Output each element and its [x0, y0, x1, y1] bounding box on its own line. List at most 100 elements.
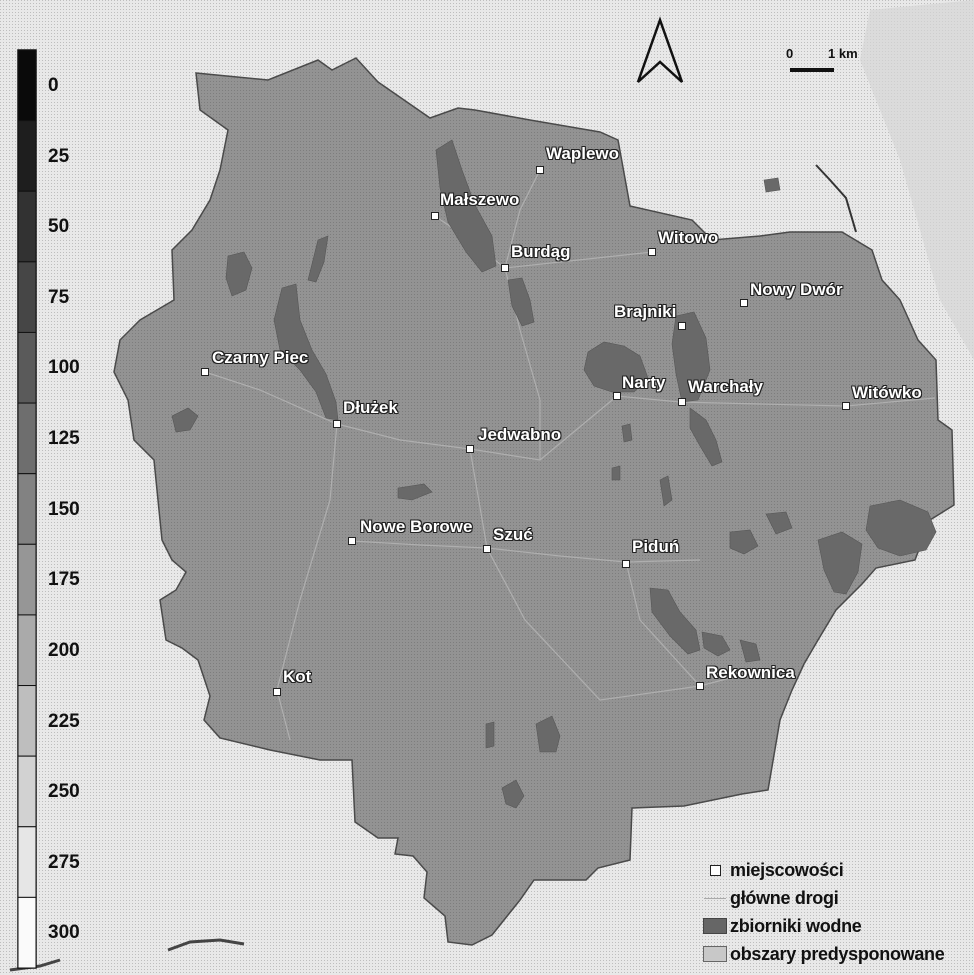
place-label: Rekownica	[706, 663, 795, 682]
place-marker	[333, 420, 341, 428]
place-label: Waplewo	[546, 144, 620, 163]
elevation-scale-segment	[17, 402, 37, 475]
elevation-scale-label: 25	[48, 145, 70, 167]
area-symbol-icon	[703, 946, 727, 962]
place-marker	[201, 368, 209, 376]
place-marker	[696, 682, 704, 690]
elevation-scale-label: 225	[48, 710, 80, 732]
elevation-scale-segment	[17, 826, 37, 898]
place-marker	[678, 398, 686, 406]
road	[469, 448, 761, 701]
lake	[729, 529, 759, 555]
lake	[763, 177, 781, 193]
elevation-scale-segment	[17, 685, 37, 757]
legend-item-areas: obszary predysponowane	[700, 940, 972, 968]
legend-item-roads: główne drogi	[700, 884, 972, 912]
place-marker	[648, 248, 656, 256]
lake	[865, 499, 937, 557]
place-marker	[501, 264, 509, 272]
elevation-scale-segment	[17, 331, 37, 404]
lake	[507, 277, 535, 327]
place-label: Warchały	[688, 377, 763, 396]
place-label: Burdąg	[511, 242, 571, 261]
lake	[689, 407, 723, 467]
elevation-scale-bar	[17, 49, 37, 969]
lake	[397, 483, 433, 501]
place-marker	[613, 392, 621, 400]
elevation-scale-segment	[17, 473, 37, 545]
road	[351, 540, 701, 563]
legend-item-water: zbiorniki wodne	[700, 912, 972, 940]
elevation-scale-label: 75	[48, 286, 70, 308]
elevation-scale-label: 50	[48, 216, 70, 238]
place-marker	[740, 299, 748, 307]
lake	[649, 587, 701, 655]
water-bodies	[171, 139, 937, 809]
place-marker	[842, 402, 850, 410]
lake	[701, 631, 731, 657]
map-legend: miejscowości główne drogi zbiorniki wodn…	[700, 856, 972, 968]
lake	[501, 779, 525, 809]
place-label: Brajniki	[614, 302, 677, 321]
place-label: Szuć	[493, 525, 533, 544]
legend-item-settlements: miejscowości	[700, 856, 972, 884]
lake	[659, 475, 673, 507]
lake	[817, 531, 863, 595]
elevation-scale-segment	[17, 49, 37, 122]
elevation-scale-label: 300	[48, 922, 80, 944]
scale-bar-distance-label: 1 km	[828, 46, 858, 61]
place-marker	[678, 322, 686, 330]
place-label: Narty	[622, 373, 666, 392]
place-label: Witowo	[658, 228, 719, 247]
lake	[171, 407, 199, 433]
lake	[535, 715, 561, 753]
lake	[611, 465, 621, 481]
place-marker	[536, 166, 544, 174]
place-marker	[483, 545, 491, 553]
elevation-scale-segment	[17, 614, 37, 687]
place-label: Kot	[283, 667, 312, 686]
place-label: Jedwabno	[478, 425, 562, 444]
elevation-scale-segment	[17, 261, 37, 333]
elevation-scale-segment	[17, 190, 37, 263]
commune-area	[113, 57, 955, 946]
elevation-scale-label: 275	[48, 851, 80, 873]
elevation-scale-label: 100	[48, 357, 80, 379]
lake	[307, 235, 329, 283]
lake	[583, 341, 649, 393]
elevation-scale-label: 0	[48, 75, 59, 96]
lake	[225, 251, 253, 297]
place-label: Małszewo	[440, 190, 520, 209]
lake	[765, 511, 793, 535]
north-arrow-icon	[636, 16, 684, 83]
settlement-symbol-icon	[709, 864, 721, 876]
scale-bar-zero-label: 0	[786, 46, 794, 61]
place-marker	[273, 688, 281, 696]
elevation-scale-segment	[17, 755, 37, 828]
elevation-scale-segment	[17, 896, 37, 969]
place-marker	[348, 537, 356, 545]
place-marker	[431, 212, 439, 220]
elevation-scale-label: 200	[48, 639, 80, 661]
lake	[485, 721, 495, 749]
lake	[621, 423, 633, 443]
lake	[739, 639, 761, 663]
background-terrain-patch	[860, 0, 974, 360]
elevation-scale-label: 250	[48, 781, 80, 803]
place-marker	[622, 560, 630, 568]
lake	[671, 311, 711, 403]
road-symbol-icon	[704, 897, 726, 899]
elevation-scale-label: 175	[48, 569, 80, 591]
place-label: Nowy Dwór	[750, 280, 843, 299]
elevation-scale-segment	[17, 120, 37, 192]
river-line	[167, 938, 245, 952]
lake	[435, 139, 497, 273]
place-label: Czarny Piec	[212, 348, 309, 367]
elevation-scale-label: 125	[48, 428, 80, 450]
road	[625, 561, 701, 687]
elevation-scale-segment	[17, 543, 37, 616]
place-marker	[466, 445, 474, 453]
road	[504, 169, 541, 269]
place-label: Dłużek	[343, 398, 398, 417]
